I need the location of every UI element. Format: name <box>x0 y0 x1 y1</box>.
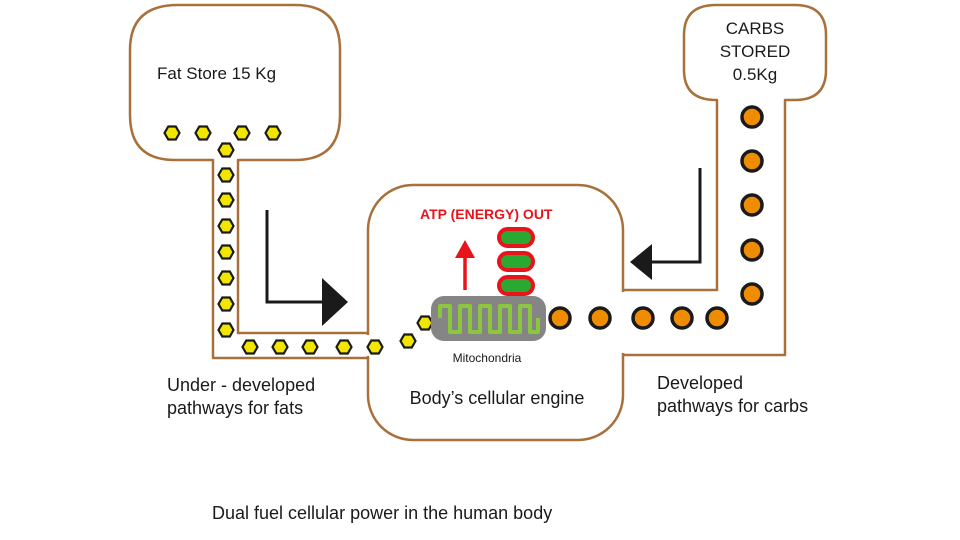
fat-molecule-icon <box>301 339 319 355</box>
fat-molecule-icon <box>264 125 282 141</box>
carb-molecule-icon <box>705 306 729 330</box>
fat-molecule-icon <box>217 270 235 286</box>
carb-pathway-label-line2: pathways for carbs <box>657 396 808 416</box>
fat-molecule-icon <box>217 192 235 208</box>
carb-molecule-icon <box>740 105 764 129</box>
fat-molecule-icon <box>163 125 181 141</box>
fat-molecule-icon <box>217 167 235 183</box>
carbs-store-label-line2: STORED <box>720 42 791 61</box>
figure-caption: Dual fuel cellular power in the human bo… <box>212 503 553 523</box>
fat-pathway-label-line2: pathways for fats <box>167 398 303 418</box>
carb-molecule-icon <box>588 306 612 330</box>
fat-molecule-icon <box>241 339 259 355</box>
fat-molecule-icon <box>233 125 251 141</box>
mitochondria-icon <box>431 296 546 341</box>
fat-pathway-label-line1: Under - developed <box>167 375 315 395</box>
fat-store-label: Fat Store 15 Kg <box>157 64 276 83</box>
carb-direction-arrow-icon <box>630 168 702 280</box>
carbs-store-label-line3: 0.5Kg <box>733 65 777 84</box>
fat-molecule-icon <box>399 333 417 349</box>
atp-capsule-stack-icon <box>497 227 535 296</box>
carb-pathway-label-line1: Developed <box>657 373 743 393</box>
atp-label: ATP (ENERGY) OUT <box>420 206 553 222</box>
carb-molecule-icon <box>740 149 764 173</box>
atp-up-arrow-icon <box>455 240 475 290</box>
engine-label: Body’s cellular engine <box>410 388 585 408</box>
fat-molecule-icon <box>217 296 235 312</box>
carbs-store-label-line1: CARBS <box>726 19 785 38</box>
fat-molecule-icon <box>271 339 289 355</box>
carb-molecule-icon <box>740 193 764 217</box>
fat-direction-arrow-icon <box>265 210 348 326</box>
mitochondria-label: Mitochondria <box>453 351 522 365</box>
carb-molecule-icon <box>548 306 572 330</box>
carb-molecule-icon <box>740 238 764 262</box>
fat-molecule-icon <box>416 315 434 331</box>
carb-molecule-chain <box>548 105 764 330</box>
fat-molecule-icon <box>217 218 235 234</box>
carb-molecule-icon <box>740 282 764 306</box>
fat-molecule-icon <box>217 142 235 158</box>
fat-molecule-icon <box>217 322 235 338</box>
fat-molecule-icon <box>366 339 384 355</box>
fat-molecule-icon <box>335 339 353 355</box>
fat-molecule-icon <box>217 244 235 260</box>
fat-molecule-chain <box>163 125 434 355</box>
carb-molecule-icon <box>670 306 694 330</box>
carb-molecule-icon <box>631 306 655 330</box>
fat-molecule-icon <box>194 125 212 141</box>
